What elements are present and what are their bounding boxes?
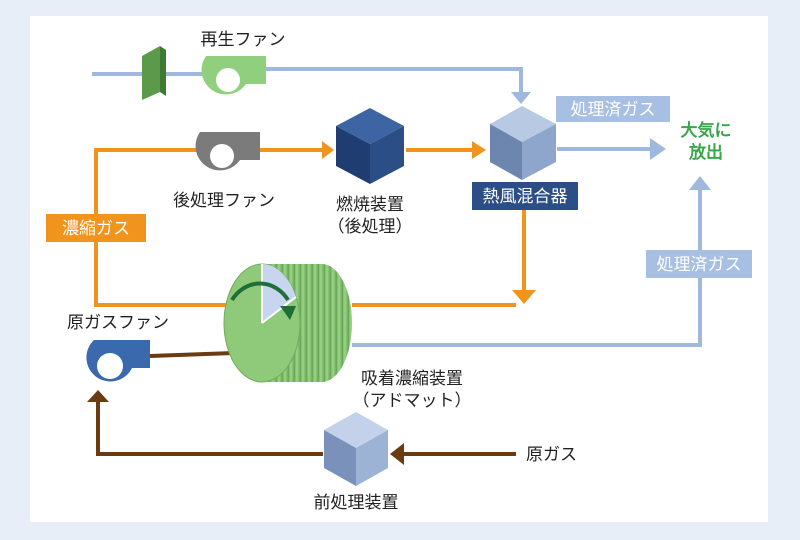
post-treatment-fan [195, 132, 260, 171]
pretreat-to-fan-line [96, 402, 323, 456]
blower-fan-icon [195, 132, 260, 171]
brown-flow-lines [96, 351, 516, 456]
burner-cube [336, 108, 404, 184]
cube-icon [490, 106, 556, 180]
burner-label-line2: （後処理） [328, 217, 413, 237]
arrow-down-orange [512, 290, 536, 304]
blower-fan-icon [201, 56, 266, 95]
adsorption-rotor [223, 263, 352, 383]
arrow-into-burner [322, 141, 334, 159]
concentrated-gas-label: 濃縮ガス [62, 219, 130, 239]
treated-gas-right-label: 処理済ガス [657, 255, 742, 275]
arrow-to-release [650, 138, 666, 160]
pretreatment-cube [324, 412, 388, 486]
arrow-up-to-release [689, 176, 711, 190]
treated-gas-top-label: 処理済ガス [571, 100, 656, 120]
arrow-up-to-fan [87, 390, 109, 402]
cube-icon [324, 412, 388, 486]
regen-fan [201, 56, 266, 95]
blower-fan-icon [86, 340, 150, 382]
cube-icon [336, 108, 404, 184]
arrow-into-pretreat [390, 443, 404, 465]
raw-gas-label: 原ガス [526, 445, 577, 465]
rotor-wheel-icon [223, 263, 352, 383]
adsorber-label-line1: 吸着濃縮装置 [361, 369, 463, 389]
damper-icon [142, 46, 166, 100]
raw-gas-fan-label: 原ガスファン [67, 313, 169, 333]
concentrated-gas-tag [46, 214, 146, 242]
raw-gas-fan [86, 340, 150, 382]
mixer-label: 熱風混合器 [483, 187, 568, 207]
fan-to-adsorber-line [149, 351, 235, 358]
pretreat-label: 前処理装置 [314, 493, 399, 513]
post-fan-label: 後処理ファン [173, 191, 275, 211]
burner-label-line1: 燃焼装置 [336, 195, 404, 215]
treated-gas-top-tag [556, 96, 670, 122]
regen-to-mixer-line [266, 67, 523, 92]
arrow-into-mixer [511, 92, 531, 104]
release-label-line2: 放出 [688, 142, 723, 163]
mixer-tag [472, 182, 578, 210]
treated-gas-right-tag [646, 250, 752, 278]
mixer-cube [490, 106, 556, 180]
adsorber-label-line2: （アドマット） [353, 391, 472, 411]
regen-fan-label: 再生ファン [201, 30, 286, 50]
treated-gas-return-line [352, 190, 702, 347]
release-label-line1: 大気に [681, 120, 732, 141]
arrow-into-mixer-orange [472, 141, 486, 159]
